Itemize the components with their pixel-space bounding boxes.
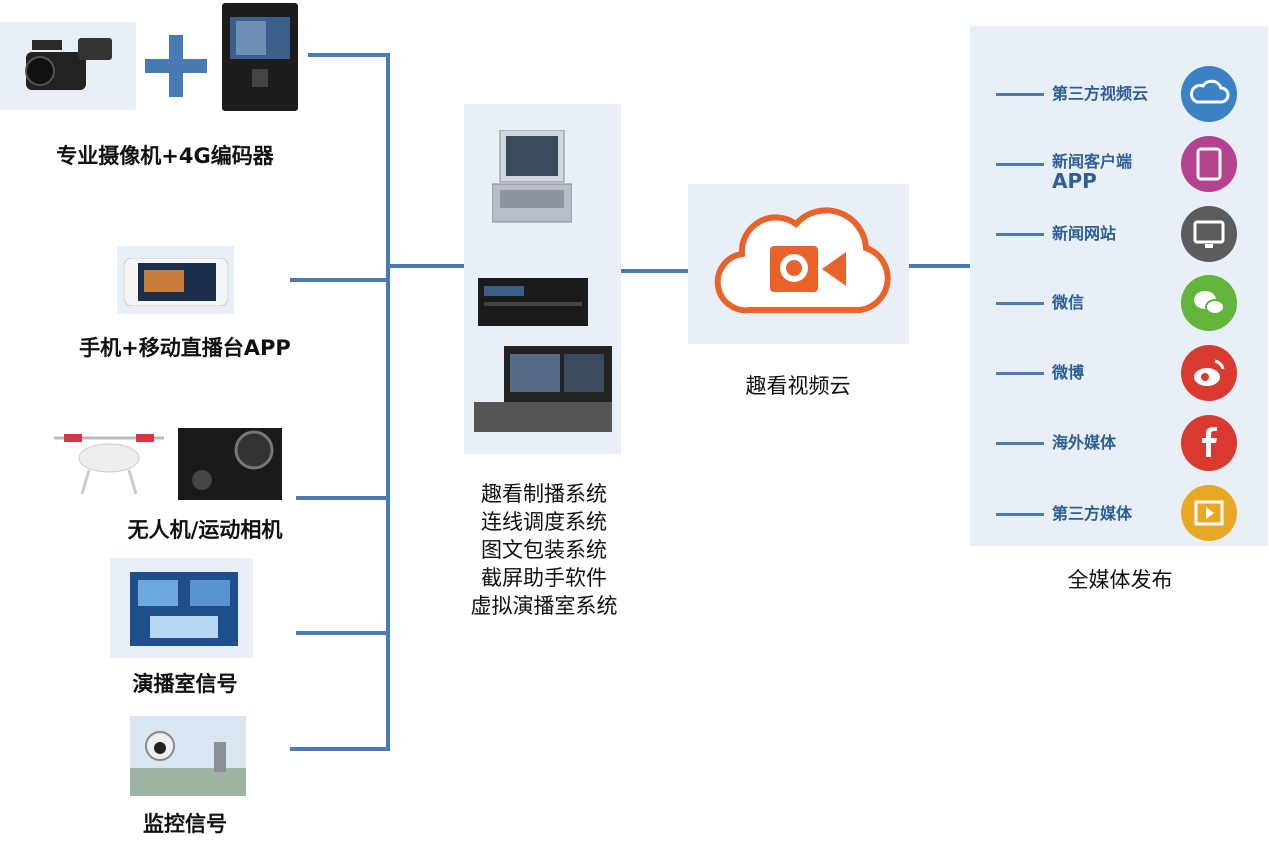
plus-icon	[145, 35, 207, 97]
weibo-icon	[1181, 345, 1237, 401]
branch-line-2	[996, 163, 1044, 166]
systems-label-2: 连线调度系统	[481, 510, 607, 534]
studio-icon	[130, 572, 238, 646]
branch-line-6	[996, 442, 1044, 445]
systems-label-5: 虚拟演播室系统	[470, 594, 618, 618]
camcorder-icon	[25, 38, 112, 90]
branch-line-4	[996, 302, 1044, 305]
publish-item-third-party-media: 第三方媒体	[1052, 504, 1133, 523]
video-cloud-logo-icon	[714, 207, 891, 314]
branch-line-5	[996, 372, 1044, 375]
drone-icon	[54, 434, 164, 495]
publish-item-news-client: 新闻客户端	[1052, 152, 1133, 171]
connector-phone	[290, 278, 388, 282]
monitor-icon	[1181, 206, 1237, 262]
source-label-studio: 演播室信号	[132, 672, 238, 696]
film-icon	[1181, 485, 1237, 541]
surveillance-icon	[130, 716, 246, 796]
systems-label-1: 趣看制播系统	[481, 482, 607, 506]
cloud-label: 趣看视频云	[745, 374, 851, 398]
laptop-icon	[492, 130, 572, 223]
middle-to-cloud-line	[621, 269, 689, 273]
publish-label: 全媒体发布	[1067, 568, 1173, 592]
rack-server-icon	[478, 278, 588, 326]
publish-item-weibo: 微博	[1052, 363, 1085, 382]
encoder-icon	[222, 3, 298, 111]
cloud-to-publish-line	[908, 264, 998, 268]
wechat-icon	[1181, 275, 1237, 331]
trunk-to-middle-line	[386, 264, 464, 268]
publish-item-wechat: 微信	[1052, 293, 1085, 312]
source-trunk-line	[386, 53, 390, 751]
facebook-icon	[1181, 415, 1237, 471]
branch-line-7	[996, 513, 1044, 516]
tablet-icon	[1181, 136, 1237, 192]
publish-item-news-site: 新闻网站	[1052, 224, 1117, 243]
connector-surveillance	[290, 747, 388, 751]
connector-drone	[296, 496, 388, 500]
source-label-phone: 手机+移动直播台APP	[79, 336, 291, 360]
systems-label-3: 图文包装系统	[481, 538, 607, 562]
cloud-icon	[1181, 66, 1237, 122]
branch-line-3	[996, 233, 1044, 236]
connector-studio	[296, 631, 388, 635]
systems-label-4: 截屏助手软件	[481, 566, 607, 590]
branch-line-1	[996, 93, 1044, 96]
portable-switcher-icon	[474, 346, 612, 432]
publish-item-news-client-app: APP	[1052, 169, 1097, 193]
source-label-camera: 专业摄像机+4G编码器	[56, 144, 274, 168]
source-label-drone: 无人机/运动相机	[127, 518, 283, 542]
publish-item-third-party-cloud: 第三方视频云	[1052, 84, 1149, 103]
publish-item-overseas-media: 海外媒体	[1052, 433, 1117, 452]
source-label-surveillance: 监控信号	[143, 812, 227, 836]
phone-icon	[124, 258, 228, 306]
action-camera-icon	[178, 428, 282, 500]
connector-camera	[308, 53, 388, 57]
